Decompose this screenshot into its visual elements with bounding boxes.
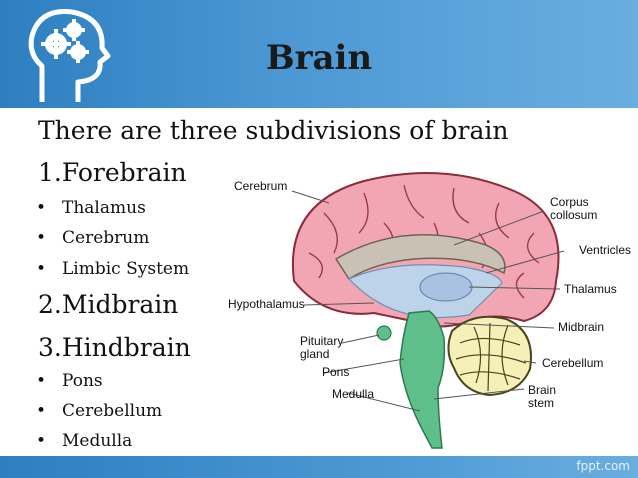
bullet-cerebrum: Cerebrum <box>36 228 149 248</box>
corpus-callosum-shape <box>334 234 506 281</box>
thalamus-shape <box>419 272 473 302</box>
forebrain-heading: 1.Forebrain <box>38 158 187 187</box>
brain-diagram: Cerebrum Corpus collosum Ventricles Thal… <box>224 163 638 453</box>
label-pons: Pons <box>322 365 349 379</box>
bullet-pons: Pons <box>36 371 103 391</box>
label-pituitary-1: Pituitary <box>300 334 343 348</box>
bullet-thalamus: Thalamus <box>36 198 146 218</box>
midbrain-heading: 2.Midbrain <box>38 290 179 319</box>
intro-text: There are three subdivisions of brain <box>38 116 509 145</box>
footer-brand[interactable]: fppt.com <box>576 459 630 473</box>
label-thalamus: Thalamus <box>564 282 617 296</box>
brainstem-shape <box>399 310 446 449</box>
label-ventricles: Ventricles <box>579 243 631 257</box>
footer-band: fppt.com <box>0 456 638 478</box>
hindbrain-heading: 3.Hindbrain <box>38 333 191 362</box>
label-hypothalamus: Hypothalamus <box>228 297 305 311</box>
pituitary-shape <box>376 325 392 341</box>
label-cerebellum: Cerebellum <box>542 356 603 370</box>
label-medulla: Medulla <box>332 387 374 401</box>
header-band: Brain <box>0 0 638 108</box>
bullet-medulla: Medulla <box>36 431 132 451</box>
label-midbrain: Midbrain <box>558 320 604 334</box>
label-brain-stem-2: stem <box>528 396 554 410</box>
label-pituitary-2: gland <box>300 347 329 361</box>
head-gears-icon <box>28 9 111 102</box>
bullet-limbic-system: Limbic System <box>36 259 189 279</box>
label-corpus-2: collosum <box>550 208 597 222</box>
label-brain-stem-1: Brain <box>528 383 556 397</box>
label-corpus-1: Corpus <box>550 195 589 209</box>
bullet-cerebellum: Cerebellum <box>36 401 162 421</box>
slide-title: Brain <box>265 38 373 78</box>
label-cerebrum: Cerebrum <box>234 179 287 193</box>
